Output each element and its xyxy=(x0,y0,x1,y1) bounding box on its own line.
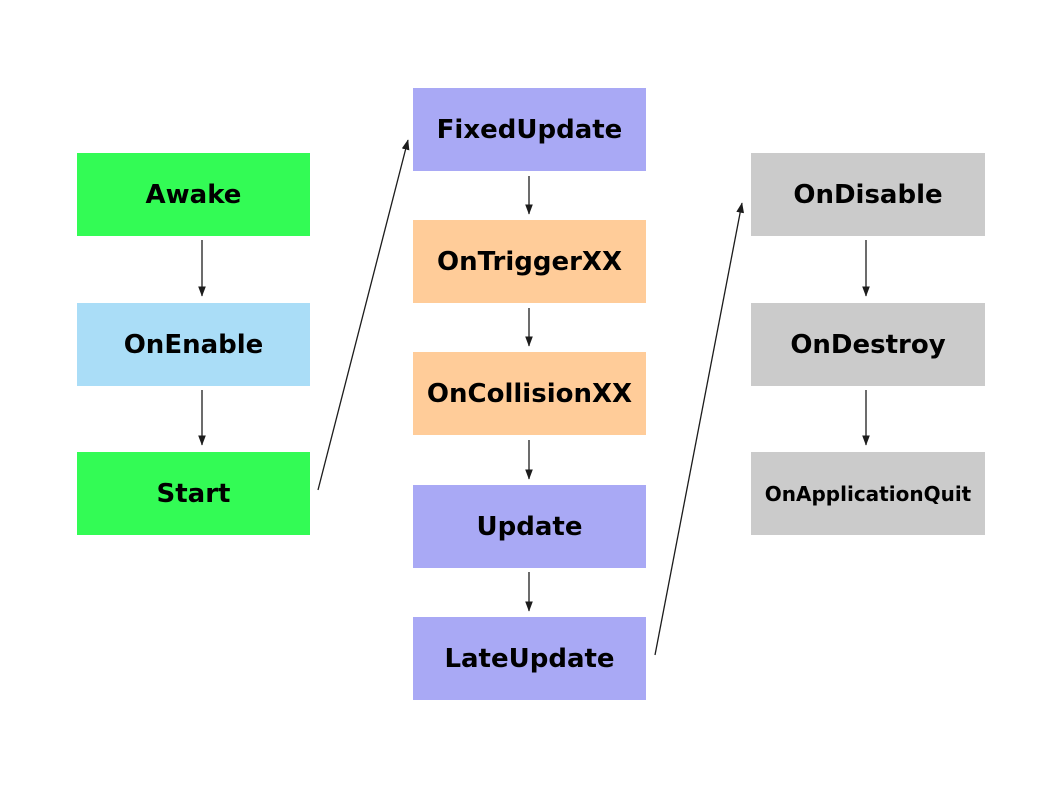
edge-start-to-fixedupdate xyxy=(317,139,410,491)
node-label: OnEnable xyxy=(123,329,264,360)
node-oncollisionxx: OnCollisionXX xyxy=(413,352,646,435)
node-label: OnApplicationQuit xyxy=(764,481,972,506)
node-onenable: OnEnable xyxy=(77,303,310,386)
node-label: OnDisable xyxy=(793,179,943,210)
node-lateupdate: LateUpdate xyxy=(413,617,646,700)
node-label: Start xyxy=(156,478,231,509)
node-label: LateUpdate xyxy=(444,643,615,674)
node-fixedupdate: FixedUpdate xyxy=(413,88,646,171)
node-ontriggerxx: OnTriggerXX xyxy=(413,220,646,303)
node-ondestroy: OnDestroy xyxy=(751,303,985,386)
node-ondisable: OnDisable xyxy=(751,153,985,236)
node-label: FixedUpdate xyxy=(436,114,623,145)
node-label: Update xyxy=(476,511,583,542)
node-awake: Awake xyxy=(77,153,310,236)
node-label: OnTriggerXX xyxy=(437,246,622,277)
edge-lateupdate-to-ondisable xyxy=(654,202,744,656)
node-start: Start xyxy=(77,452,310,535)
node-label: Awake xyxy=(145,179,242,210)
node-update: Update xyxy=(413,485,646,568)
node-label: OnDestroy xyxy=(790,329,946,360)
node-label: OnCollisionXX xyxy=(426,378,633,409)
node-onapplicationquit: OnApplicationQuit xyxy=(751,452,985,535)
